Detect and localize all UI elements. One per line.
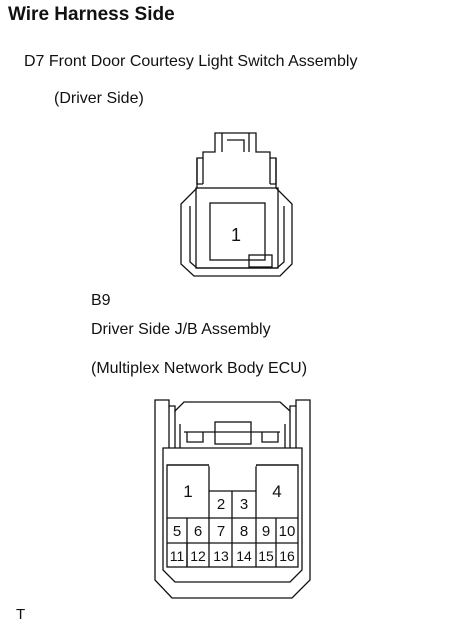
connector1-drawing: 1 <box>180 132 293 277</box>
connector2-pin-6: 6 <box>194 523 202 540</box>
page-title: Wire Harness Side <box>8 4 175 25</box>
connector1-pin: 1 <box>231 225 241 245</box>
connector2-pin-2: 2 <box>217 496 225 513</box>
connector2-title: Driver Side J/B Assembly <box>91 321 271 338</box>
connector2-pin-5: 5 <box>173 523 181 540</box>
connector2-pin-11: 11 <box>170 548 185 564</box>
connector2-pin-1: 1 <box>183 482 192 501</box>
connector2-code: B9 <box>91 292 111 309</box>
connector2-pin-3: 3 <box>240 496 248 513</box>
footer-mark: T <box>16 606 26 623</box>
connector2-pin-12: 12 <box>190 548 206 564</box>
connector2-pin-16: 16 <box>279 548 295 564</box>
connector2-pin-14: 14 <box>236 548 252 564</box>
connector1-title: D7 Front Door Courtesy Light Switch Asse… <box>24 53 358 70</box>
connector2-pin-4: 4 <box>272 482 281 501</box>
connector2-pin-10: 10 <box>279 523 296 540</box>
connector1-subtitle: (Driver Side) <box>54 90 144 107</box>
connector2-pin-13: 13 <box>213 548 229 564</box>
connector2-pin-7: 7 <box>217 523 225 540</box>
connector2-subtitle: (Multiplex Network Body ECU) <box>91 360 308 377</box>
connector2-pin-9: 9 <box>262 523 270 540</box>
connector2-pin-15: 15 <box>258 548 274 564</box>
connector2-pin-8: 8 <box>240 523 248 540</box>
